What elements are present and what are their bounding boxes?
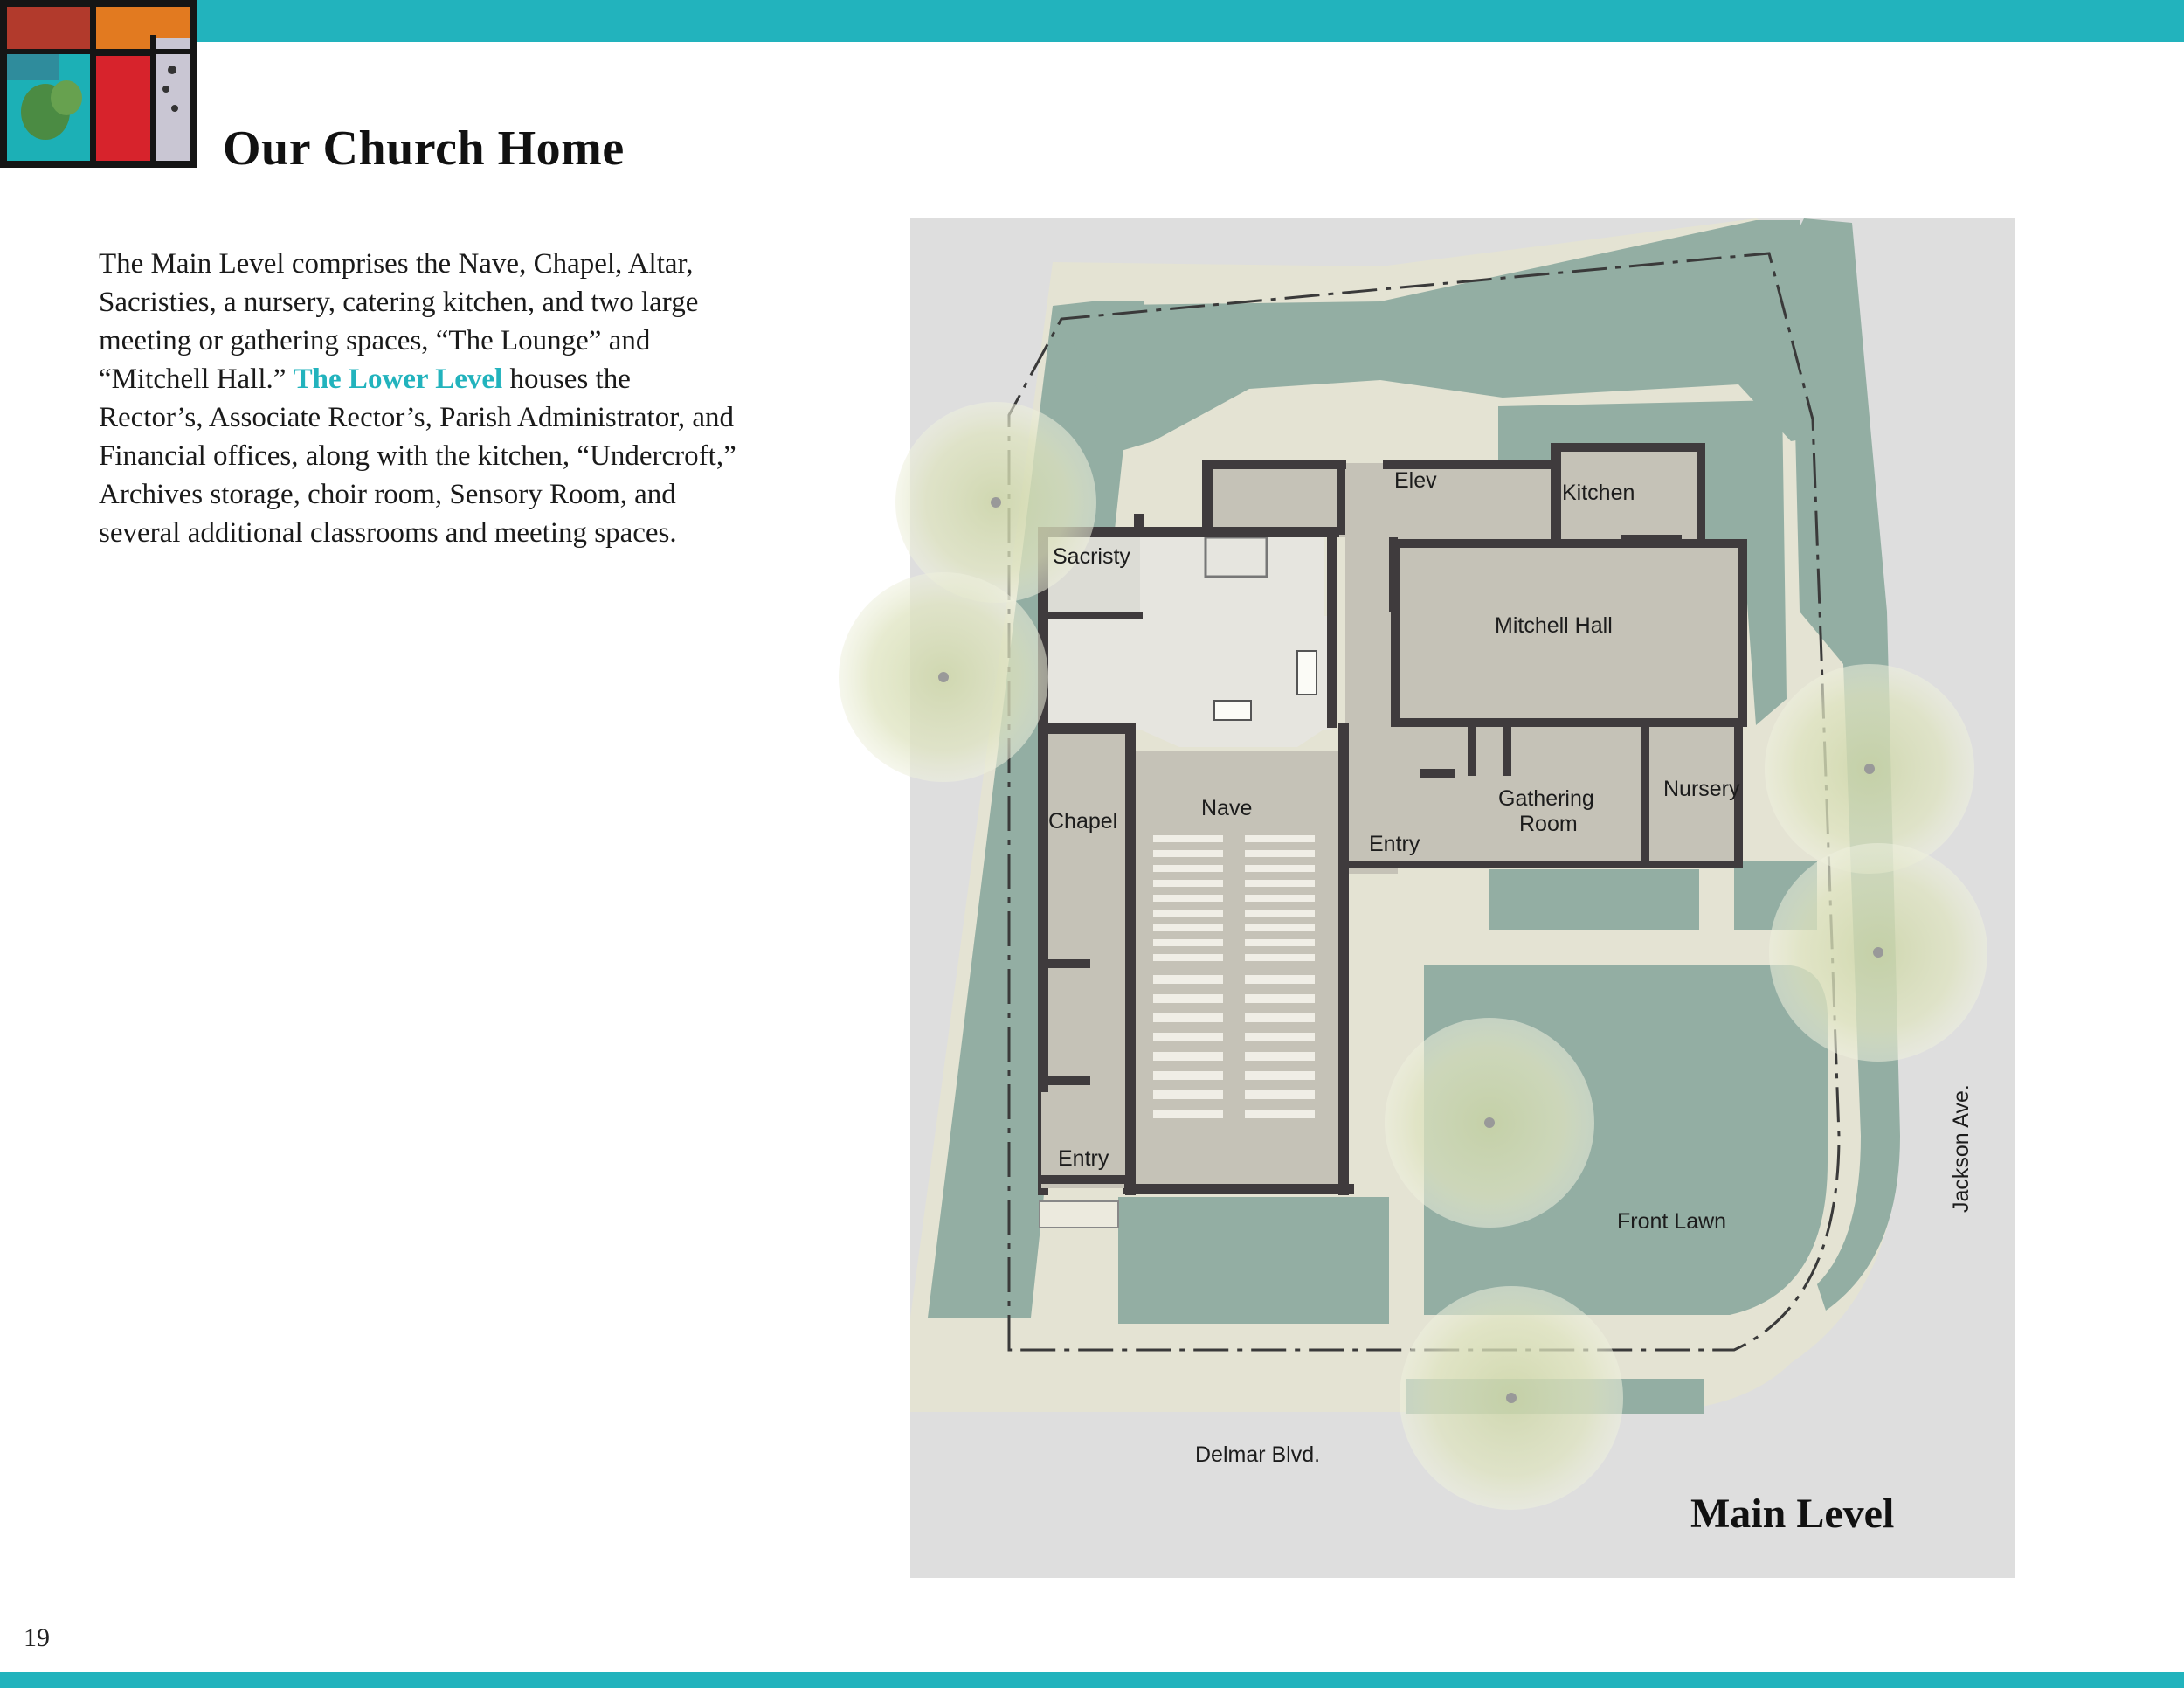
trees xyxy=(839,402,1987,1510)
lawn-chapel-south xyxy=(1118,1197,1389,1324)
label-mitchell-hall: Mitchell Hall xyxy=(1495,613,1613,638)
lower-level-link[interactable]: The Lower Level xyxy=(293,363,503,395)
room-nave xyxy=(1123,751,1345,1193)
room-sanctuary xyxy=(1140,533,1324,747)
lawn-north xyxy=(1053,220,1817,454)
label-kitchen: Kitchen xyxy=(1562,481,1635,505)
intro-text-part1: The Main Level comprises the Nave, Chape… xyxy=(99,248,699,395)
room-nursery xyxy=(1642,725,1738,865)
lawn-courtyard xyxy=(1489,869,1699,930)
top-accent-band xyxy=(0,0,2184,42)
level-title: Main Level xyxy=(1690,1491,1894,1537)
room-elev xyxy=(1380,463,1551,542)
label-gathering-room-line2: Room xyxy=(1519,812,1578,836)
bottom-accent-band xyxy=(0,1672,2184,1688)
room-gathering xyxy=(1398,721,1647,865)
room-mitchell-hall xyxy=(1393,542,1743,721)
label-elev: Elev xyxy=(1394,468,1437,493)
label-jackson-ave: Jackson Ave. xyxy=(1949,1084,1973,1213)
west-entry-steps xyxy=(1039,1200,1119,1228)
intro-paragraph: The Main Level comprises the Nave, Chape… xyxy=(99,245,736,552)
room-north-block xyxy=(1206,463,1345,537)
label-nave: Nave xyxy=(1201,796,1252,820)
label-front-lawn: Front Lawn xyxy=(1617,1209,1726,1234)
room-kitchen xyxy=(1551,446,1704,542)
lectern xyxy=(1296,650,1317,695)
intro-text-part2: houses the Rector’s, Associate Rector’s,… xyxy=(99,363,736,549)
walls xyxy=(1038,443,1747,1195)
label-chapel: Chapel xyxy=(1048,809,1117,834)
label-gathering-room-line1: Gathering xyxy=(1498,786,1594,811)
label-delmar-blvd: Delmar Blvd. xyxy=(1195,1442,1320,1467)
label-entry-center: Entry xyxy=(1369,832,1420,856)
nave-pews xyxy=(1153,835,1315,1118)
property-line xyxy=(1007,252,1841,1352)
west-entry-vestibule xyxy=(1041,1092,1124,1188)
building xyxy=(1044,446,1743,1193)
page-title: Our Church Home xyxy=(223,121,625,176)
page-number: 19 xyxy=(24,1623,50,1652)
label-entry-west: Entry xyxy=(1058,1146,1109,1171)
label-sacristy: Sacristy xyxy=(1053,544,1130,569)
stained-glass-logo xyxy=(0,0,197,168)
label-nursery: Nursery xyxy=(1663,777,1740,801)
altar-table xyxy=(1213,700,1252,721)
